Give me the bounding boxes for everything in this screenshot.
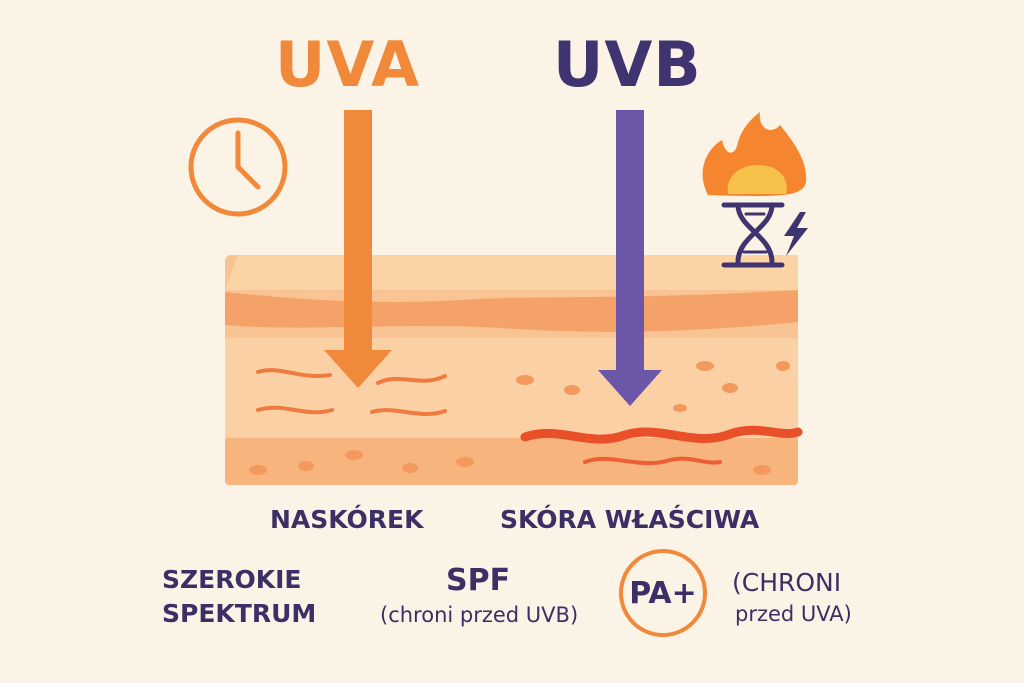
- pa-note-line2: przed UVA): [735, 602, 852, 626]
- dermis-layer: [225, 338, 798, 438]
- collagen-fibers: [256, 368, 447, 416]
- clock-icon: [188, 117, 288, 217]
- subcutis-layer: [225, 438, 798, 485]
- uvb-title: UVB: [553, 28, 702, 101]
- skin-top-face: [225, 255, 798, 290]
- uva-arrow: [324, 110, 392, 388]
- pa-badge: PA+: [619, 549, 707, 637]
- lightning-icon: [784, 212, 808, 256]
- epidermis-label: NASKÓREK: [270, 505, 424, 534]
- skin-cells: [249, 361, 790, 475]
- uva-title: UVA: [275, 28, 421, 101]
- spf-title: SPF: [446, 563, 511, 598]
- broad-spectrum-line1: SZEROKIE: [162, 565, 302, 594]
- uvb-arrow: [598, 110, 662, 406]
- spf-note: (chroni przed UVB): [380, 603, 579, 627]
- broad-spectrum-line2: SPEKTRUM: [162, 599, 317, 628]
- dna-icon: [721, 202, 785, 268]
- sunburn-icon: [702, 112, 807, 197]
- skin-cross-section: [225, 255, 803, 485]
- pa-note-line1: (CHRONI: [732, 568, 842, 597]
- sunburn-damage: [520, 425, 803, 466]
- dermis-label: SKÓRA WŁAŚCIWA: [500, 505, 760, 534]
